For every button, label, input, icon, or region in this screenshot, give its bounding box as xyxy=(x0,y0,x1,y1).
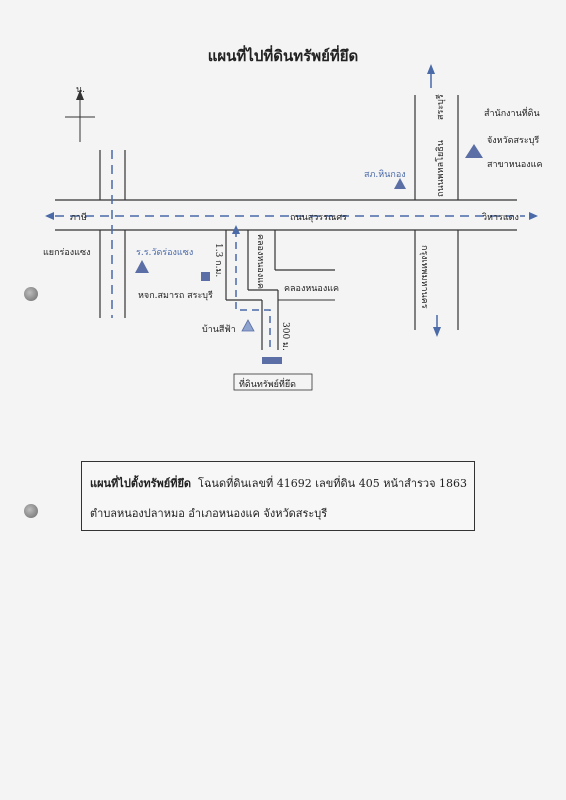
info-heading: แผนที่ไปตั้งทรัพย์ที่ยึด xyxy=(90,477,192,490)
label-shop: หจก.สมารถ สระบุรี xyxy=(138,291,213,301)
label-office3: สาขาหนองแค xyxy=(487,160,543,170)
label-yaek: แยกร่องแซง xyxy=(43,248,91,258)
route-arrow-icon xyxy=(232,225,240,234)
label-police: สภ.หินกอง xyxy=(364,170,406,180)
label-office2: จังหวัดสระบุรี xyxy=(487,136,540,146)
info-line1: แผนที่ไปตั้งทรัพย์ที่ยึด โฉนดที่ดินเลขที… xyxy=(90,474,467,492)
label-school: ร.ร.วัดร่องแซง xyxy=(136,248,194,258)
info-line2: ตำบลหนองปลาหมอ อำเภอหนองแค จังหวัดสระบุร… xyxy=(90,507,328,520)
north-label: น. xyxy=(76,85,86,95)
label-office1: สำนักงานที่ดิน xyxy=(484,109,540,119)
label-dist1: 1.3 ก.ม. xyxy=(213,243,223,278)
label-phahonyothin: ถนนพหลโยธิน xyxy=(436,140,446,197)
police-marker-icon xyxy=(394,178,406,189)
label-pasi: ภาษี xyxy=(70,213,87,223)
label-khlong-v: คลองหนองแค xyxy=(255,234,265,290)
target-box xyxy=(233,373,313,391)
blue-house-marker-icon xyxy=(241,319,255,332)
label-dist2: 300 ม. xyxy=(280,322,290,351)
info-deed: โฉนดที่ดินเลขที่ 41692 เลขที่ดิน 405 หน้… xyxy=(198,477,468,490)
label-main-road: ถนนสุวรรณศร xyxy=(290,213,347,223)
label-saraburi: สระบุรี xyxy=(436,94,446,120)
school-marker-icon xyxy=(135,260,149,273)
map-title: แผนที่ไปที่ดินทรัพย์ที่ยึด xyxy=(207,47,359,65)
label-khlong-h: คลองหนองแค xyxy=(284,284,340,294)
arrow-up-icon xyxy=(427,64,435,74)
info-box: แผนที่ไปตั้งทรัพย์ที่ยึด โฉนดที่ดินเลขที… xyxy=(81,461,475,531)
arrow-left-icon xyxy=(45,212,54,220)
property-marker-icon xyxy=(262,357,282,364)
label-target: ที่ดินทรัพย์ที่ยึด xyxy=(239,380,296,390)
punch-hole-icon xyxy=(24,287,38,301)
route-path xyxy=(235,230,271,350)
label-wiharndaeng: วิหารแดง xyxy=(482,213,519,223)
land-office-marker-icon xyxy=(465,144,483,158)
label-krungthep: กรุงเทพมหานคร xyxy=(419,245,429,309)
north-arrow-icon xyxy=(65,90,95,142)
label-baan: บ้านสีฟ้า xyxy=(202,325,236,335)
arrow-right-icon xyxy=(529,212,538,220)
punch-hole-icon xyxy=(24,504,38,518)
shop-marker-icon xyxy=(201,272,210,281)
arrow-down-icon xyxy=(433,327,441,337)
